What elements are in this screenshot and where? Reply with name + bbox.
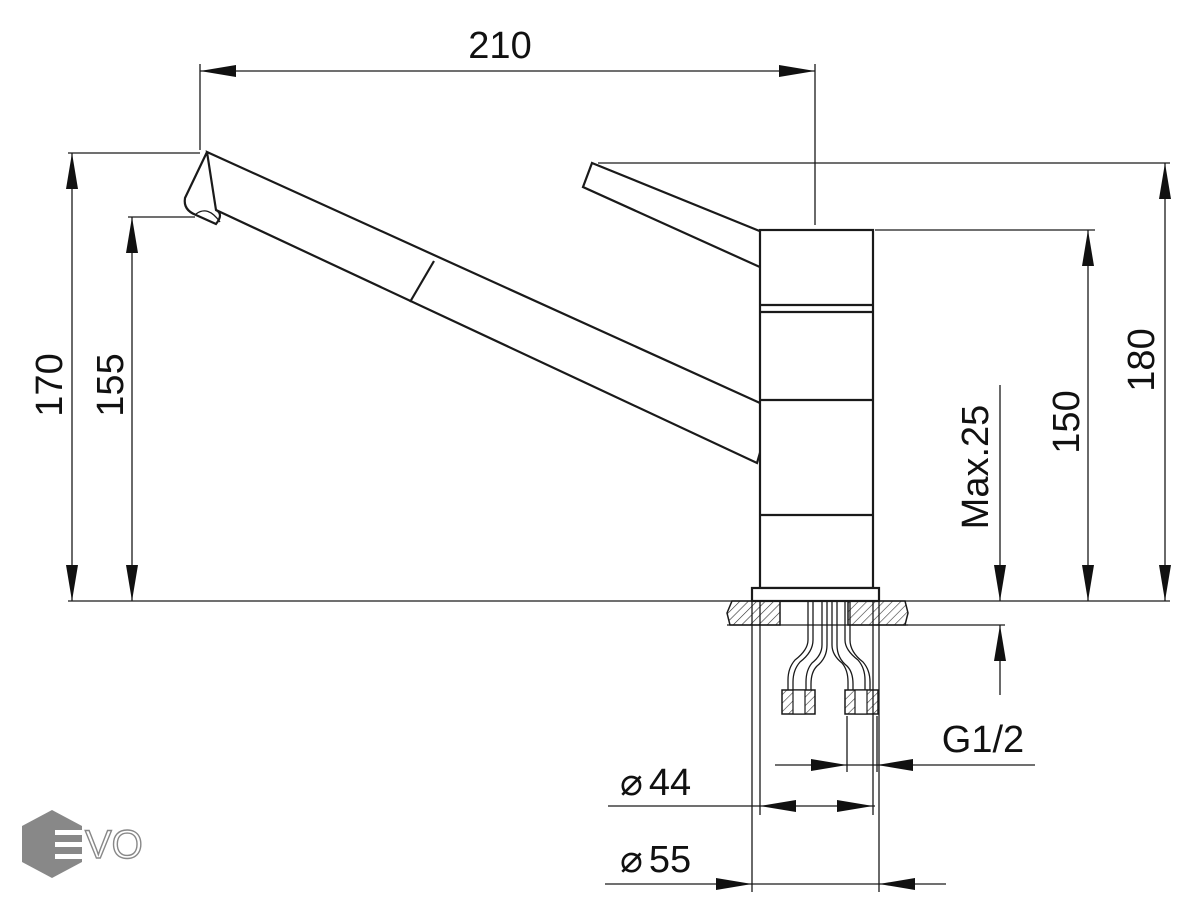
reach-label: 210 <box>468 25 531 67</box>
dimension-body-diameter: ⌀44 <box>608 762 875 812</box>
thread-label: G1/2 <box>942 719 1024 761</box>
outlet-height-label: 155 <box>90 353 132 416</box>
diameter-symbol: ⌀ <box>620 762 643 804</box>
evo-logo: VO <box>22 810 143 878</box>
max-thickness-label: Max.25 <box>955 405 997 530</box>
dimension-reach: 210 <box>199 25 816 225</box>
svg-text:⌀55: ⌀55 <box>620 839 691 881</box>
dimension-thread: G1/2 <box>775 719 1035 771</box>
diameter-symbol: ⌀ <box>620 839 643 881</box>
dimension-outlet-height: 155 <box>90 216 195 601</box>
dimension-base-diameter: ⌀55 <box>605 839 946 890</box>
body-diameter-label: 44 <box>649 762 691 804</box>
dimension-counter-thickness: Max.25 <box>905 385 1006 695</box>
body-height-label: 150 <box>1046 390 1088 453</box>
svg-text:⌀44: ⌀44 <box>620 762 691 804</box>
logo-text: VO <box>85 823 143 867</box>
total-height-label: 180 <box>1121 328 1163 391</box>
lever-handle <box>581 161 764 270</box>
dimension-spout-height: 170 <box>29 152 200 601</box>
dimension-total-height: 180 <box>598 162 1171 601</box>
counter-section <box>726 600 909 626</box>
faucet-body <box>750 228 881 603</box>
base-diameter-label: 55 <box>649 839 691 881</box>
extension-lines <box>751 601 880 892</box>
spout-height-label: 170 <box>29 353 71 416</box>
dimension-body-height: 150 <box>875 229 1095 601</box>
